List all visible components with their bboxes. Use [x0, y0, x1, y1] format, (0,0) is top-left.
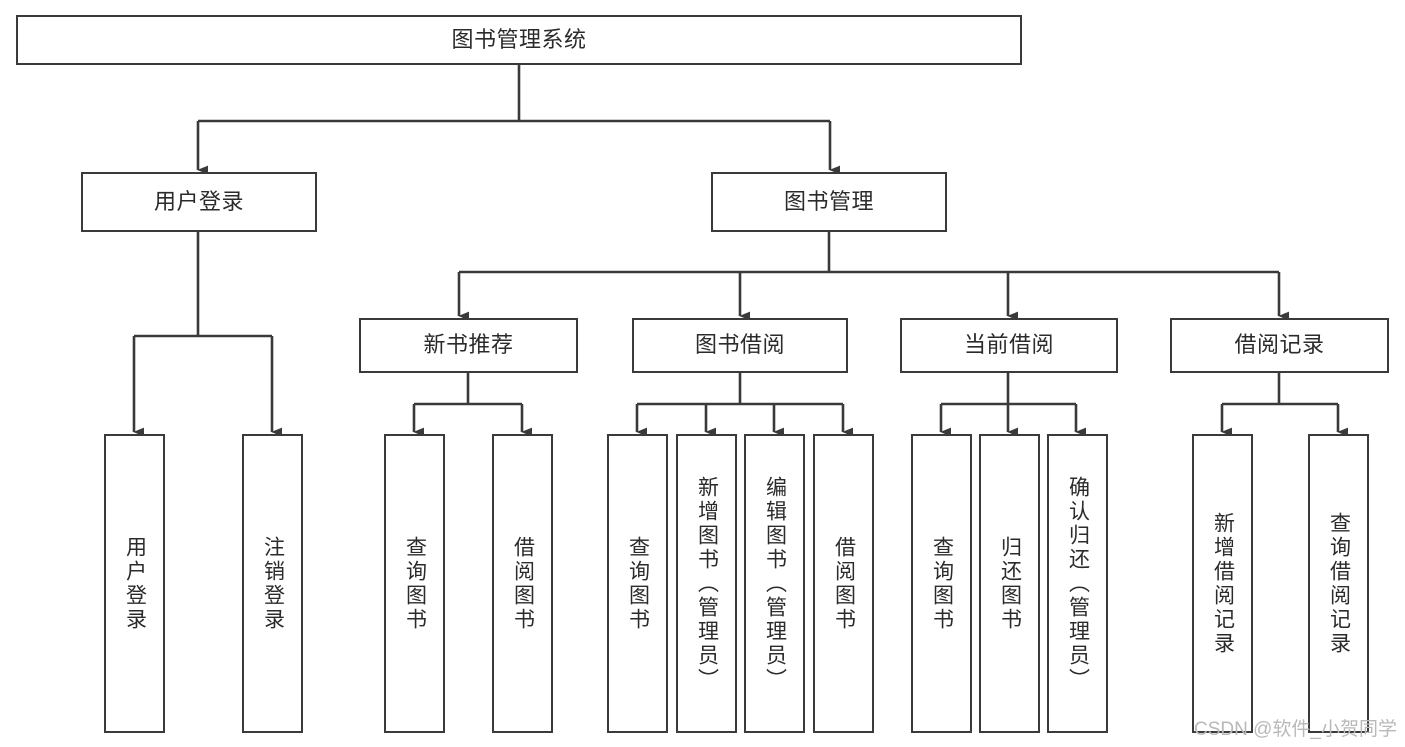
node-root-label: 图书管理系统 [451, 26, 587, 52]
node-book-borrow[interactable]: 图书借阅 [632, 318, 848, 373]
node-leaf-confirm-return[interactable]: 确认归还（管理员） [1047, 434, 1108, 733]
node-leaf-borrow-book-2[interactable]: 借阅图书 [813, 434, 874, 733]
node-leaf-query-book-1[interactable]: 查询图书 [384, 434, 445, 733]
node-leaf-user-login-label: 用户登录 [123, 535, 147, 632]
node-book-manage-label: 图书管理 [783, 188, 874, 214]
node-leaf-query-book-3-label: 查询图书 [930, 535, 954, 632]
node-leaf-query-book-3[interactable]: 查询图书 [911, 434, 972, 733]
node-leaf-edit-book[interactable]: 编辑图书（管理员） [744, 434, 805, 733]
node-leaf-user-login[interactable]: 用户登录 [104, 434, 165, 733]
node-leaf-add-book[interactable]: 新增图书（管理员） [676, 434, 737, 733]
node-leaf-add-record-label: 新增借阅记录 [1211, 511, 1235, 656]
node-leaf-return-book[interactable]: 归还图书 [979, 434, 1040, 733]
node-new-book-rec[interactable]: 新书推荐 [359, 318, 578, 373]
node-leaf-add-record[interactable]: 新增借阅记录 [1192, 434, 1253, 733]
node-leaf-confirm-return-label: 确认归还（管理员） [1066, 475, 1090, 692]
node-leaf-user-logout-label: 注销登录 [261, 535, 285, 632]
node-book-borrow-label: 图书借阅 [694, 332, 785, 358]
node-leaf-user-logout[interactable]: 注销登录 [242, 434, 303, 733]
node-root[interactable]: 图书管理系统 [16, 15, 1022, 65]
node-borrow-record[interactable]: 借阅记录 [1170, 318, 1389, 373]
node-leaf-borrow-book-1[interactable]: 借阅图书 [492, 434, 553, 733]
node-leaf-query-book-2[interactable]: 查询图书 [607, 434, 668, 733]
node-book-manage[interactable]: 图书管理 [711, 172, 947, 232]
node-leaf-query-record-label: 查询借阅记录 [1327, 511, 1351, 656]
node-leaf-return-book-label: 归还图书 [998, 535, 1022, 632]
node-current-borrow[interactable]: 当前借阅 [900, 318, 1118, 373]
node-leaf-query-book-2-label: 查询图书 [626, 535, 650, 632]
node-leaf-query-record[interactable]: 查询借阅记录 [1308, 434, 1369, 733]
node-user-login-label: 用户登录 [153, 188, 244, 214]
node-new-book-rec-label: 新书推荐 [423, 332, 514, 358]
node-leaf-query-book-1-label: 查询图书 [403, 535, 427, 632]
node-current-borrow-label: 当前借阅 [963, 332, 1054, 358]
node-leaf-add-book-label: 新增图书（管理员） [695, 475, 719, 692]
node-user-login[interactable]: 用户登录 [81, 172, 317, 232]
node-leaf-borrow-book-2-label: 借阅图书 [832, 535, 856, 632]
node-leaf-edit-book-label: 编辑图书（管理员） [763, 475, 787, 692]
node-borrow-record-label: 借阅记录 [1234, 332, 1325, 358]
node-leaf-borrow-book-1-label: 借阅图书 [511, 535, 535, 632]
